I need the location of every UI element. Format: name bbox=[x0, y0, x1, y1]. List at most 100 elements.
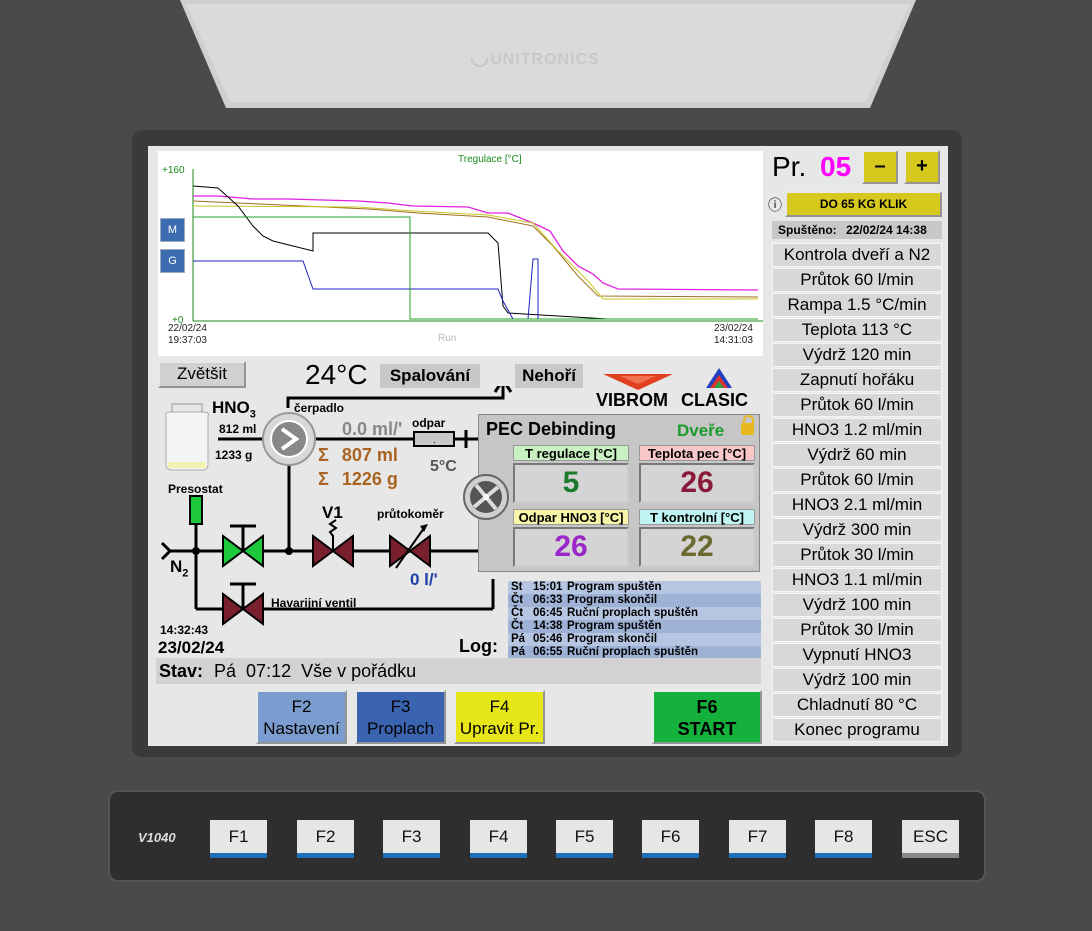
evap-label: odpar bbox=[412, 416, 446, 430]
pec-doors: Dveře bbox=[677, 421, 725, 440]
clock-time: 14:32:43 bbox=[160, 623, 209, 637]
program-step: Výdrž 300 min bbox=[772, 518, 942, 542]
f4-label: Upravit Pr. bbox=[459, 719, 540, 738]
program-step: HNO3 1.1 ml/min bbox=[772, 568, 942, 592]
hno3-label: HNO3 bbox=[212, 398, 256, 420]
sum-volume: Σ 807 ml bbox=[318, 445, 398, 466]
valve-v1-icon bbox=[312, 519, 354, 568]
program-name-button[interactable]: DO 65 KG KLIK bbox=[785, 191, 942, 217]
log-day: Čt bbox=[511, 607, 524, 619]
f6-label: START bbox=[677, 719, 737, 739]
status-label: Stav: bbox=[159, 661, 204, 681]
log-entry: Čt 06:45 Ruční proplach spuštěn bbox=[508, 607, 761, 620]
flowmeter-label: průtokoměr bbox=[377, 507, 444, 521]
program-step: Výdrž 100 min bbox=[772, 668, 942, 692]
chart-m-button[interactable]: M bbox=[160, 218, 185, 242]
chart-ytick-min: +0 bbox=[172, 315, 184, 326]
burner-status: Nehoří bbox=[515, 364, 583, 388]
program-step: Průtok 60 l/min bbox=[772, 468, 942, 492]
log-text: Program skončil bbox=[567, 633, 658, 645]
series-magenta-line bbox=[193, 195, 759, 291]
program-prefix: Pr. bbox=[772, 151, 807, 182]
burn-button[interactable]: Spalování bbox=[380, 364, 480, 388]
series-yellow-line bbox=[192, 205, 758, 300]
started-label: Spuštěno: bbox=[778, 223, 837, 237]
vibrom-logo-icon bbox=[603, 374, 673, 390]
log-time: 06:45 bbox=[533, 607, 563, 619]
flowmeter-value: 0 l/' bbox=[410, 570, 438, 589]
log-day: St bbox=[511, 581, 523, 593]
sum-weight-value: 1226 g bbox=[341, 469, 398, 489]
program-minus-button[interactable]: – bbox=[862, 150, 898, 184]
program-step: Výdrž 60 min bbox=[772, 443, 942, 467]
log-label: Log: bbox=[459, 636, 498, 656]
t-pec-label: Teplota pec [°C] bbox=[639, 445, 755, 461]
unitronics-logo: ◡UNITRONICS bbox=[470, 44, 600, 70]
n2-label: N2 bbox=[170, 557, 188, 579]
sum-weight: Σ 1226 g bbox=[318, 469, 398, 490]
hw-key-f3[interactable]: F3 bbox=[383, 820, 440, 858]
log-time: 06:55 bbox=[533, 646, 563, 658]
n2-label-text: N bbox=[170, 557, 183, 576]
hw-key-f6[interactable]: F6 bbox=[642, 820, 699, 858]
hmi-screen: Tregulace [°C] +160 +0 22/02/24 19:37:03… bbox=[148, 146, 948, 746]
hw-key-f7[interactable]: F7 bbox=[729, 820, 786, 858]
svg-text:.: . bbox=[433, 435, 436, 446]
flow-rate-value: 0.0 bbox=[342, 419, 368, 439]
hw-key-f1[interactable]: F1 bbox=[210, 820, 267, 858]
program-plus-button[interactable]: + bbox=[904, 150, 940, 184]
hw-key-f4[interactable]: F4 bbox=[470, 820, 527, 858]
hno3-label-sub: 3 bbox=[249, 408, 256, 421]
flow-rate: 0.0 ml/' bbox=[342, 419, 402, 440]
hw-key-esc[interactable]: ESC bbox=[902, 820, 959, 858]
process-diagram: . bbox=[160, 386, 513, 626]
series-green-line bbox=[193, 216, 758, 320]
ambient-temperature: 24°C bbox=[305, 359, 368, 390]
t-pec-value: 26 bbox=[639, 463, 755, 503]
presostat-icon bbox=[189, 495, 203, 525]
pec-panel: PEC Debinding Dveře T regulace [°C] Tepl… bbox=[478, 414, 760, 572]
sum-weight-sigma: Σ bbox=[318, 469, 329, 489]
pec-title: PEC Debinding bbox=[486, 419, 616, 439]
zoom-button[interactable]: Zvětšit bbox=[158, 361, 246, 388]
chart-ytick-max: +160 bbox=[162, 165, 185, 176]
door-lock-icon bbox=[741, 423, 754, 435]
program-step: Chladnutí 80 °C bbox=[772, 693, 942, 717]
n2-inlet-arrow-icon bbox=[160, 541, 173, 561]
program-step: Výdrž 100 min bbox=[772, 593, 942, 617]
info-icon[interactable]: ⓘ bbox=[768, 197, 782, 213]
log-text: Program spuštěn bbox=[567, 620, 662, 632]
n2-label-sub: 2 bbox=[182, 567, 189, 580]
series-black-line bbox=[192, 185, 758, 320]
clasic-brand: CLASIC bbox=[681, 390, 748, 410]
flow-rate-unit: ml/' bbox=[372, 419, 403, 439]
sum-volume-sigma: Σ bbox=[318, 445, 329, 465]
odpar-hno3-value: 26 bbox=[513, 527, 629, 567]
chart-x-end-date: 23/02/24 bbox=[714, 323, 753, 334]
exhaust-arrow-icon bbox=[493, 386, 513, 393]
presostat-label: Presostat bbox=[168, 482, 223, 496]
log-text: Ruční proplach spuštěn bbox=[567, 607, 698, 619]
program-step: HNO3 2.1 ml/min bbox=[772, 493, 942, 517]
status-text: Pá 07:12 Vše v pořádku bbox=[214, 661, 417, 681]
log-text: Program skončil bbox=[567, 594, 658, 606]
hw-key-f5[interactable]: F5 bbox=[556, 820, 613, 858]
log-day: Čt bbox=[511, 620, 524, 632]
program-number: 05 bbox=[820, 151, 852, 182]
program-step: Zapnutí hořáku bbox=[772, 368, 942, 392]
f2-label: Nastavení bbox=[263, 719, 340, 738]
hw-key-f8[interactable]: F8 bbox=[815, 820, 872, 858]
log-time: 15:01 bbox=[533, 581, 563, 593]
program-step: Průtok 60 l/min bbox=[772, 268, 942, 292]
started-value: 22/02/24 14:38 bbox=[846, 223, 927, 237]
hw-key-f2[interactable]: F2 bbox=[297, 820, 354, 858]
chart-g-button[interactable]: G bbox=[160, 249, 185, 273]
program-step: Průtok 30 l/min bbox=[772, 618, 942, 642]
